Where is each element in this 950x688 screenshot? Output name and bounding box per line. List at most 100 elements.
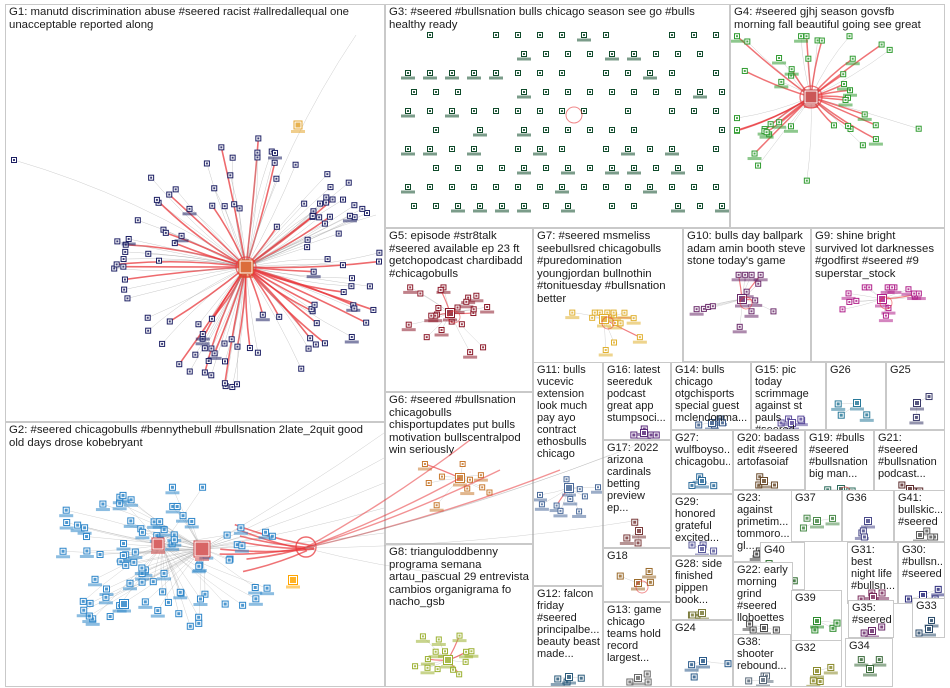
node-label <box>517 171 531 175</box>
hub-node <box>699 657 707 665</box>
node-label <box>112 507 127 511</box>
user-node <box>456 671 463 678</box>
user-node <box>915 629 923 637</box>
group-panel-g22: G22: early morning grind #seered lloboet… <box>733 562 793 635</box>
node-label <box>757 485 771 489</box>
edge <box>230 175 247 268</box>
edge <box>245 215 314 268</box>
user-node <box>427 70 433 76</box>
hub-node <box>698 477 706 485</box>
group-panel-g2: G2: #seered chicagobulls #bennythebull #… <box>5 422 385 687</box>
user-node <box>471 184 477 190</box>
node-label <box>693 95 707 99</box>
hub-node <box>853 399 861 407</box>
node-label <box>731 278 746 282</box>
node-label <box>165 547 180 551</box>
user-node <box>255 135 262 142</box>
hub-node <box>634 674 642 682</box>
user-node <box>477 203 483 209</box>
group-title: G23: against primetim... tommoro... gl..… <box>737 492 790 552</box>
user-node <box>763 129 770 136</box>
user-node <box>195 613 203 621</box>
node-label <box>913 637 926 638</box>
edge <box>236 266 247 385</box>
node-label <box>85 622 100 626</box>
user-node <box>437 286 444 293</box>
user-node <box>442 648 449 655</box>
user-node <box>405 70 411 76</box>
user-node <box>433 502 440 509</box>
user-node <box>464 485 471 492</box>
user-node <box>803 177 810 184</box>
hub-node <box>708 419 716 427</box>
node-label <box>555 190 569 194</box>
group-title: G20: badass edit #seered artofasoiaf <box>737 432 800 468</box>
node-label <box>469 299 484 303</box>
user-node <box>254 149 261 156</box>
edge <box>125 251 247 268</box>
node-label <box>691 428 706 429</box>
user-node <box>271 149 278 156</box>
user-node <box>119 552 127 560</box>
node-label <box>550 682 565 686</box>
group-title: G24 <box>675 622 696 634</box>
node-label <box>561 209 575 213</box>
user-node <box>234 381 241 388</box>
node-label <box>150 614 165 618</box>
user-node <box>751 150 758 157</box>
user-node <box>756 473 764 481</box>
user-node <box>134 217 141 224</box>
user-node <box>872 122 879 129</box>
user-node <box>124 295 131 302</box>
user-node <box>559 184 565 190</box>
node-label <box>460 492 475 496</box>
user-node <box>351 202 358 209</box>
user-node <box>126 579 134 587</box>
node-label <box>255 318 270 322</box>
user-node <box>846 33 853 40</box>
user-node <box>449 70 455 76</box>
group-title: G16: latest seereduk podcast great app s… <box>607 364 666 424</box>
user-node <box>755 280 762 287</box>
edge <box>242 549 308 573</box>
node-label <box>605 57 619 61</box>
user-node <box>231 201 238 208</box>
node-label <box>452 639 467 643</box>
user-node <box>543 203 549 209</box>
user-node <box>405 108 411 114</box>
user-node <box>809 677 817 685</box>
node-label <box>173 596 188 600</box>
user-node <box>787 123 794 130</box>
user-node <box>178 232 185 239</box>
user-node <box>480 344 487 351</box>
group-title: G1: manutd discrimination abuse #seered … <box>9 6 350 31</box>
edge <box>736 35 812 98</box>
group-network-g13 <box>626 670 652 686</box>
user-node <box>647 70 653 76</box>
node-label <box>174 239 189 243</box>
edge <box>245 152 258 268</box>
user-node <box>609 127 615 133</box>
user-node <box>218 144 225 151</box>
node-label <box>533 152 547 156</box>
hub-node-bennythebull <box>151 537 165 551</box>
user-node <box>363 319 370 326</box>
user-node <box>859 142 866 149</box>
user-node <box>625 184 631 190</box>
user-node <box>455 89 461 95</box>
node-label <box>875 304 889 308</box>
group-network-g1 <box>11 34 383 391</box>
user-node <box>145 250 152 257</box>
user-node <box>734 127 740 134</box>
node-label <box>424 319 439 323</box>
user-node <box>321 340 328 347</box>
user-node <box>803 514 811 522</box>
node-label <box>810 625 824 629</box>
node-label <box>286 585 300 589</box>
user-node <box>735 271 742 278</box>
group-panel-g32: G32 <box>791 640 842 687</box>
node-label <box>122 587 137 591</box>
group-network-g27 <box>688 473 718 490</box>
user-node <box>543 89 549 95</box>
user-node <box>743 288 750 295</box>
